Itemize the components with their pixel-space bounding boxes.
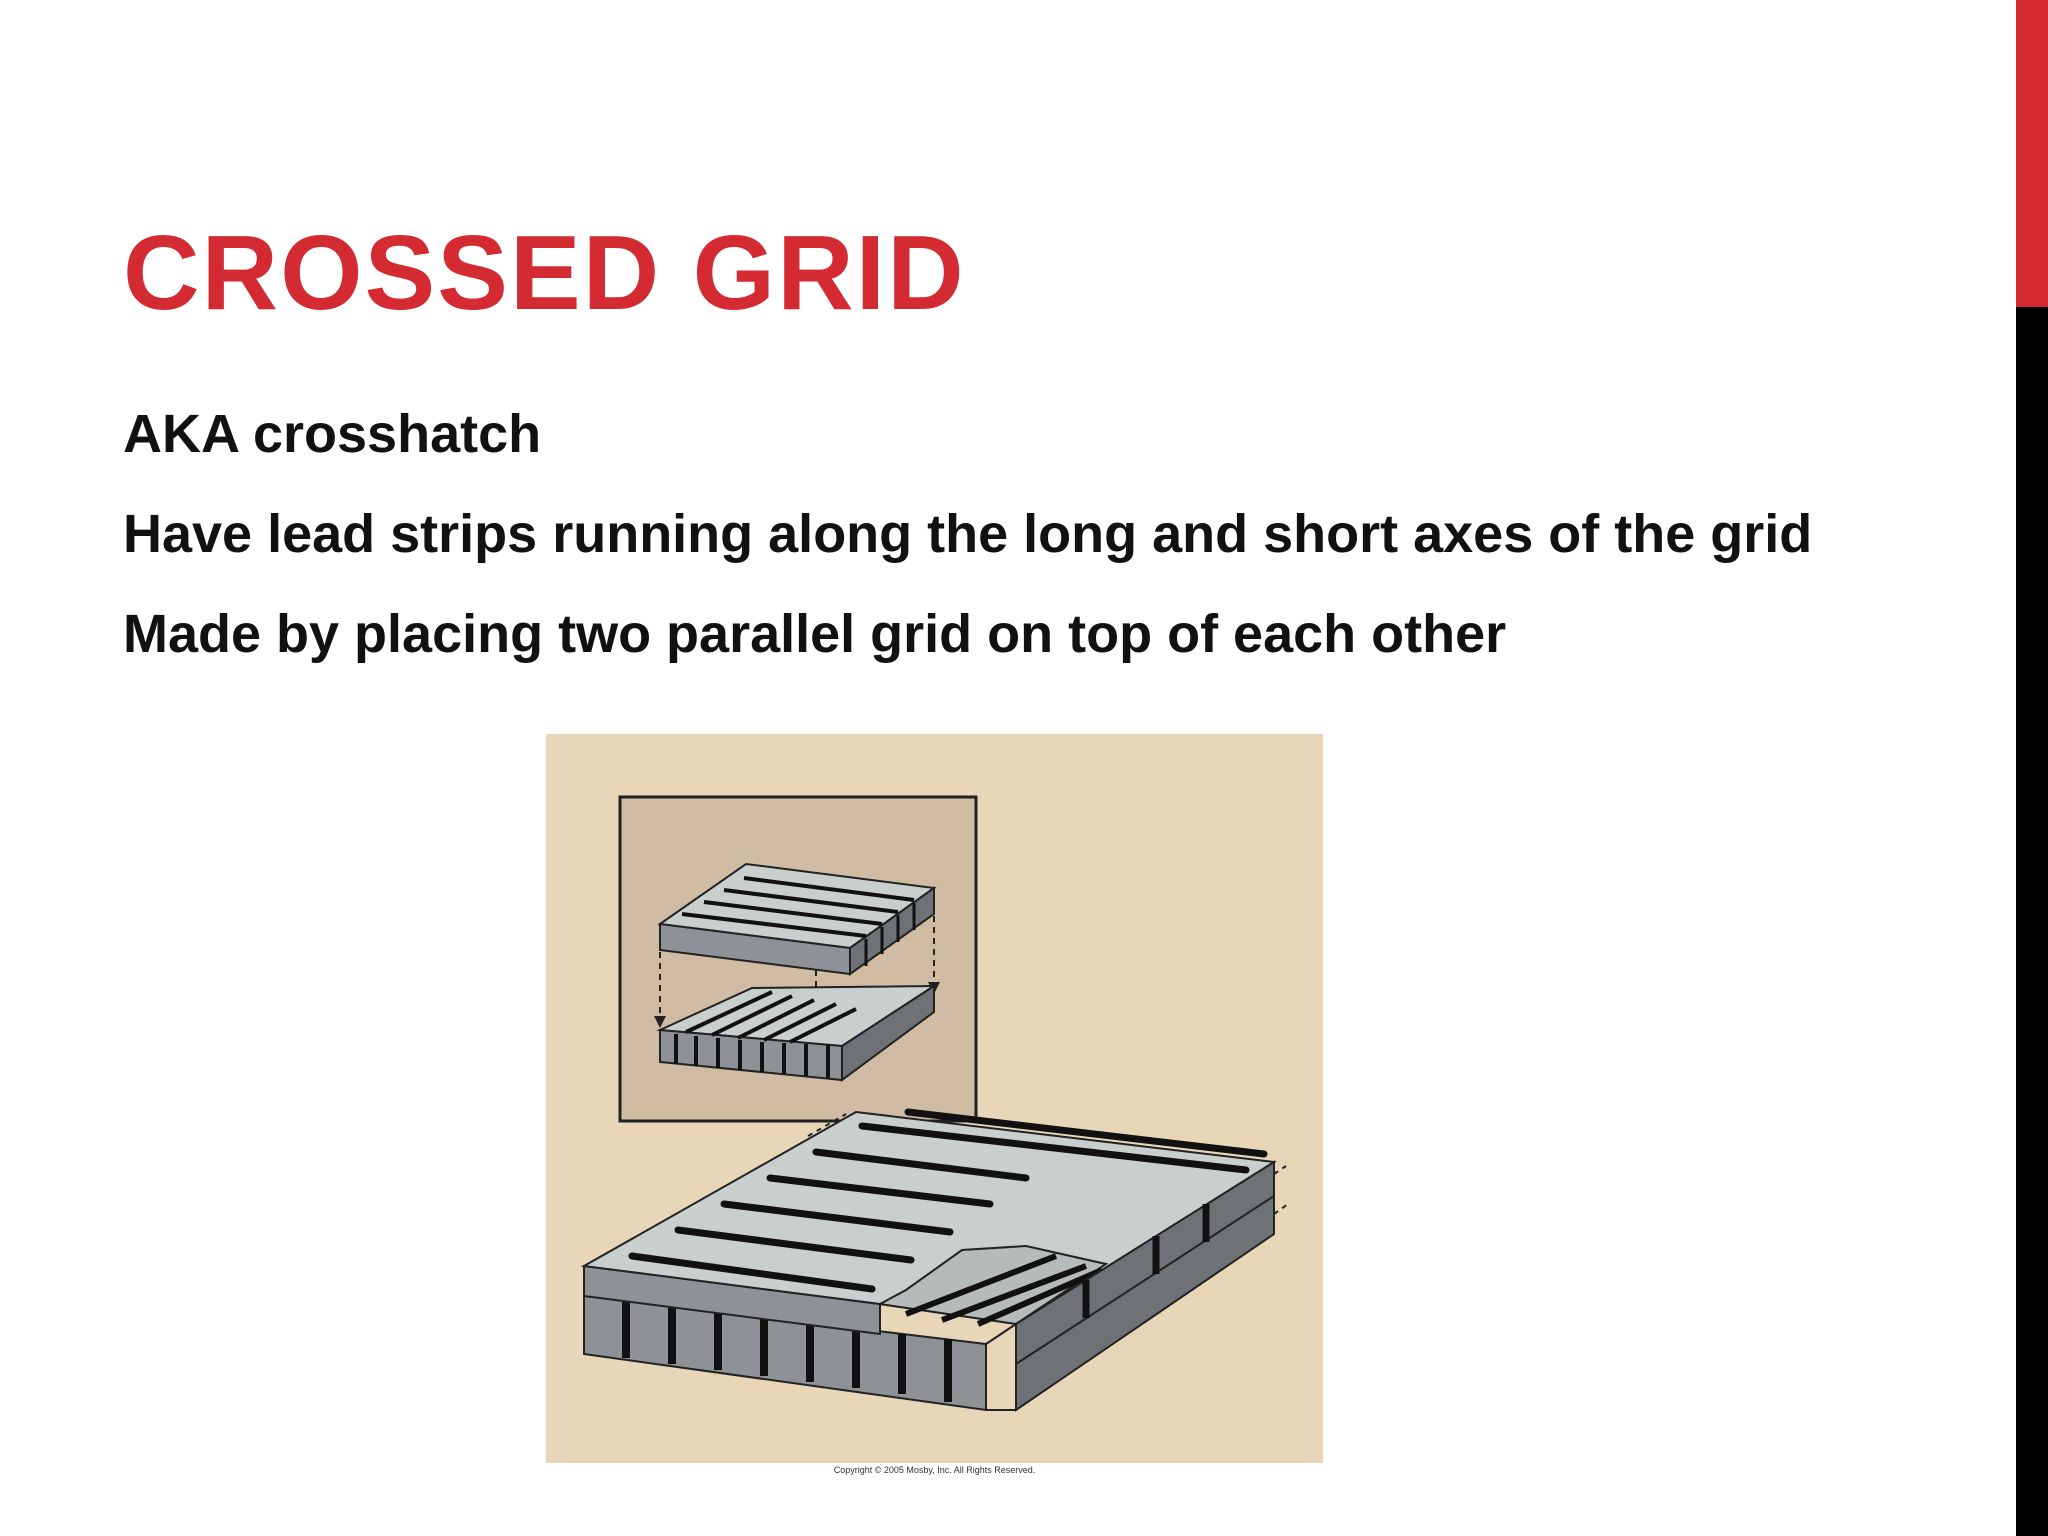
inset-bottom-grid xyxy=(656,984,938,1082)
lead-strip xyxy=(743,876,915,902)
top-layer-strips xyxy=(628,1108,1268,1293)
lead-strip xyxy=(789,1007,857,1044)
bullet-item: Made by placing two parallel grid on top… xyxy=(123,604,1507,664)
lead-strip xyxy=(737,998,815,1040)
lead-strip xyxy=(685,990,773,1034)
side-edge xyxy=(1015,1195,1275,1365)
crossed-grid-illustration xyxy=(546,734,1323,1463)
slide-title: CROSSED GRID xyxy=(123,214,966,332)
continuation-dash xyxy=(1273,1165,1287,1175)
continuation-dash xyxy=(1273,1203,1289,1215)
lead-strip xyxy=(703,900,883,926)
accent-bar xyxy=(2016,0,2048,307)
bullet-list: AKA crosshatch Have lead strips running … xyxy=(123,400,1823,700)
crossed-grid-assembled xyxy=(580,1108,1289,1412)
bullet-item: AKA crosshatch xyxy=(123,404,542,464)
side-strip-ends xyxy=(1082,1204,1210,1318)
inset-exploded-view xyxy=(618,795,978,1123)
lead-strip xyxy=(681,912,867,938)
continuation-dash xyxy=(807,1113,847,1137)
lead-strip xyxy=(904,1253,1058,1317)
lead-strip xyxy=(940,1263,1088,1323)
lead-strip xyxy=(711,994,793,1037)
lead-strip xyxy=(723,888,899,914)
bullet-item: Have lead strips running along the long … xyxy=(123,504,1813,564)
inset-bottom-grid-side xyxy=(841,984,935,1082)
side-edge xyxy=(985,1323,1017,1345)
arrow-head xyxy=(654,1016,666,1028)
bottom-layer-strips xyxy=(622,1302,952,1402)
copyright-notice: Copyright © 2005 Mosby, Inc. All Rights … xyxy=(833,1465,1036,1475)
inset-top-grid xyxy=(657,862,937,976)
lead-strip xyxy=(976,1267,1104,1327)
lead-strip xyxy=(763,1002,837,1042)
sidebar-bar xyxy=(2016,307,2048,1536)
